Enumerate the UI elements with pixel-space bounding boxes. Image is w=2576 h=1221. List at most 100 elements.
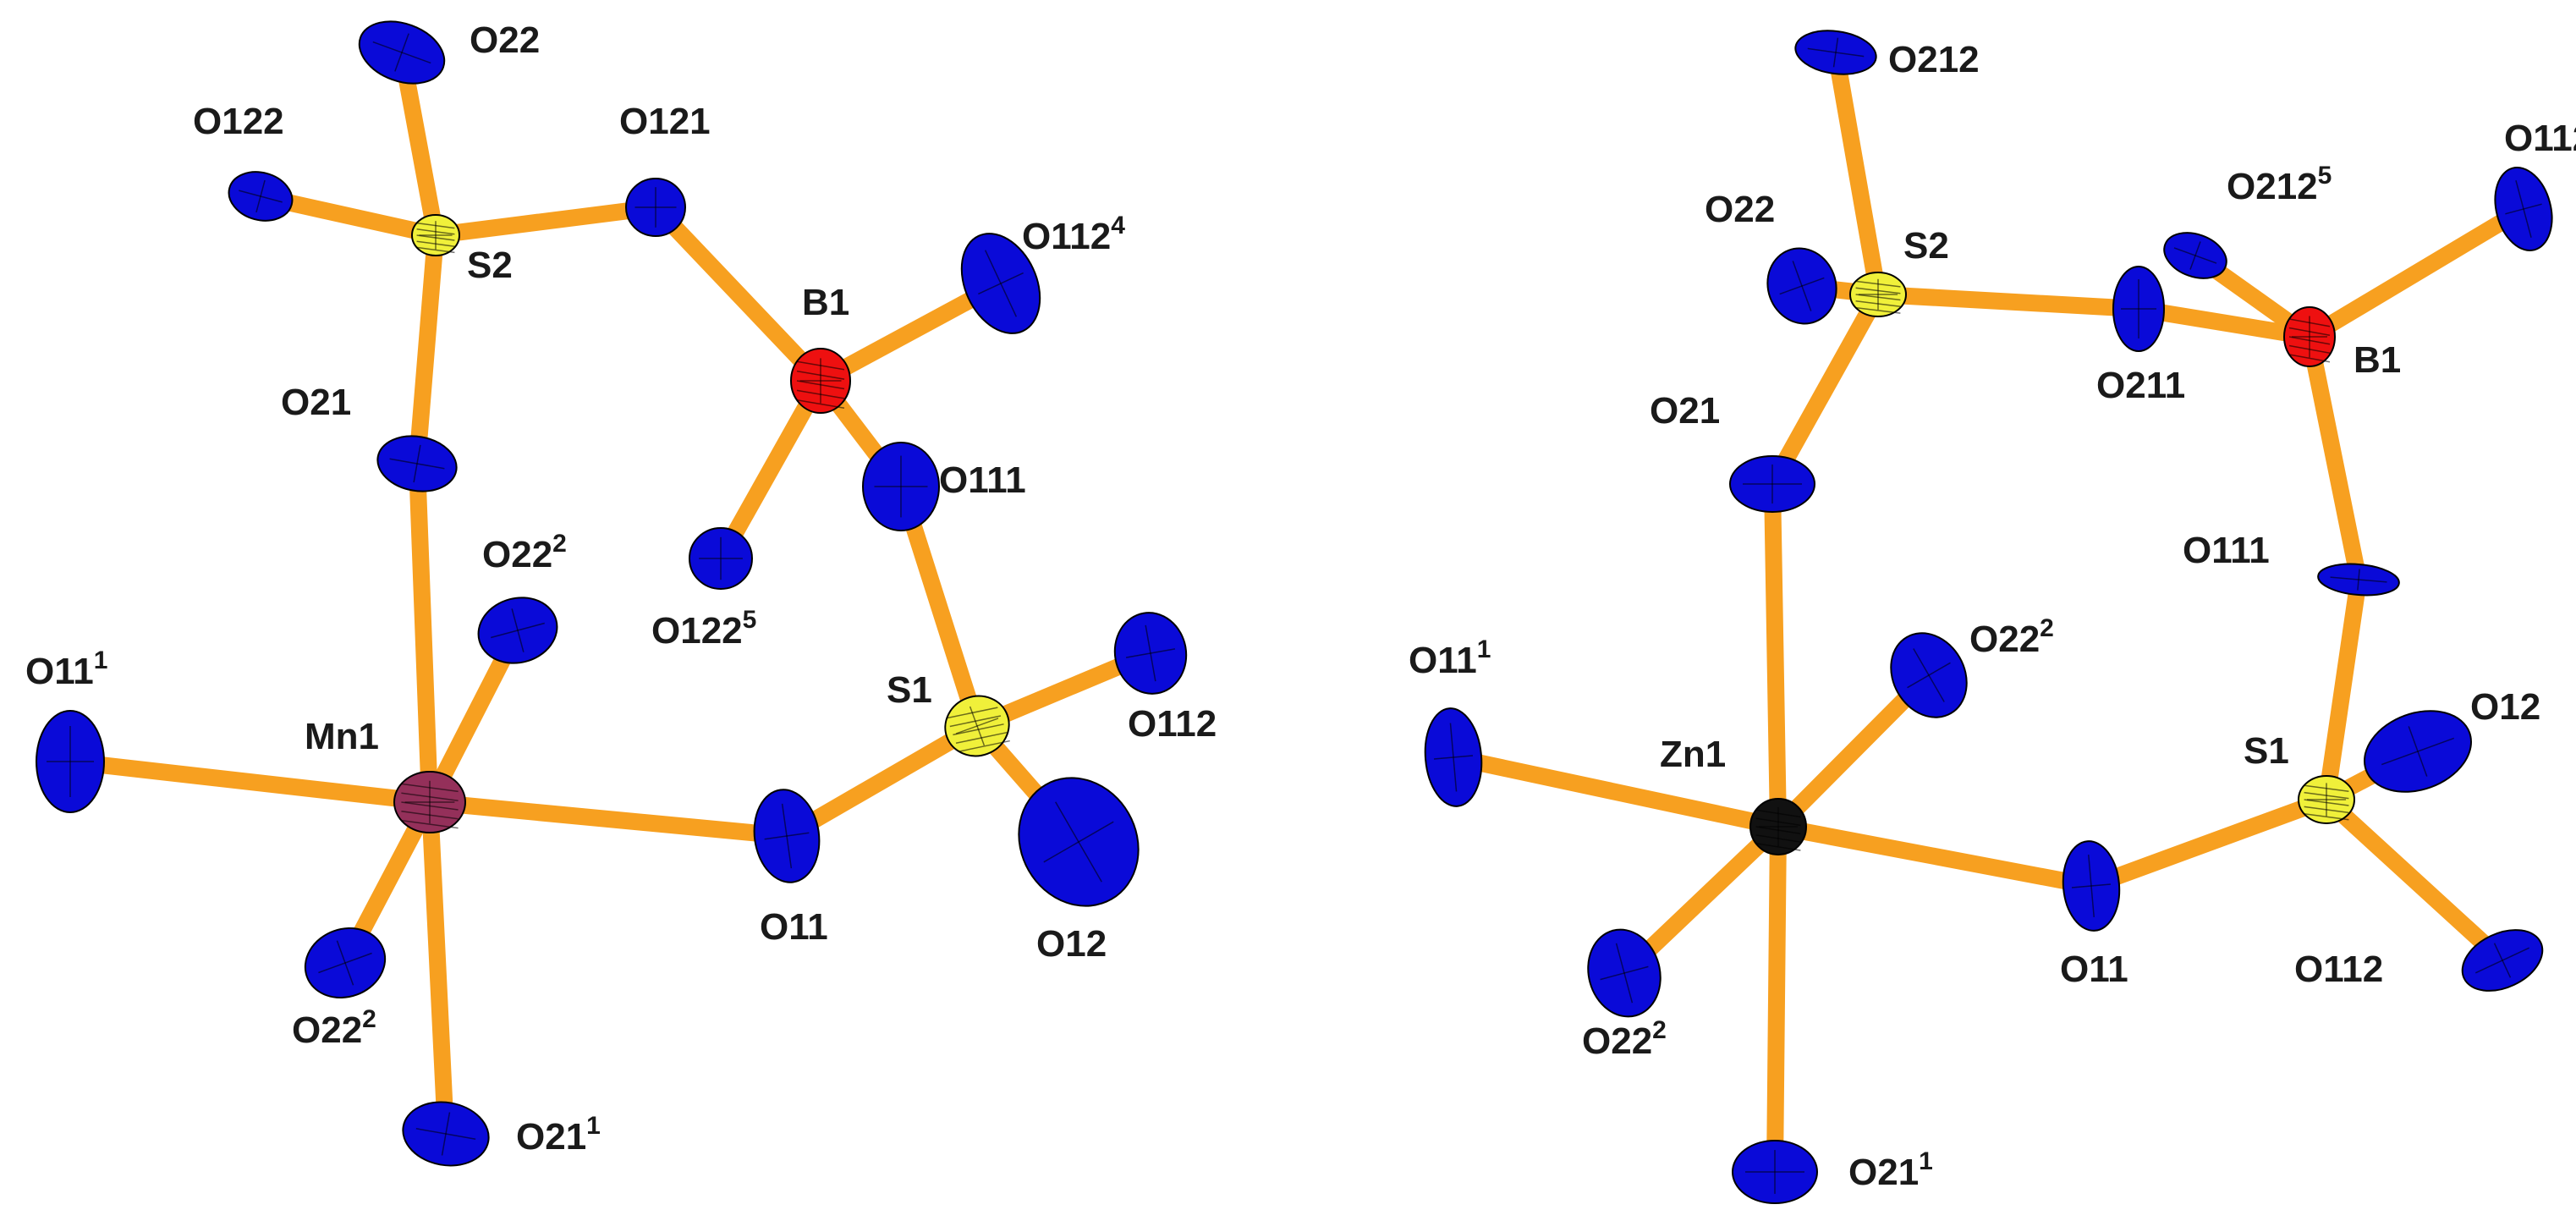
zn-labels: O212O22S2O2125O1124B1O211O21O111O111O222…	[1409, 39, 2576, 1193]
label-text: O211	[2096, 365, 2185, 406]
label-o111: O111	[2183, 530, 2270, 571]
zn-coordination-panel: O212O22S2O2125O1124B1O211O21O111O111O222…	[1409, 30, 2576, 1204]
label-s1: S1	[887, 669, 932, 711]
label-s2: S2	[467, 245, 513, 286]
bond-zn1-o21	[1764, 476, 1787, 835]
label-text: S1	[2244, 730, 2289, 772]
label-text: O112	[1128, 703, 1217, 745]
label-o122-5: O1225	[651, 606, 756, 652]
label-text: O112	[2504, 118, 2576, 159]
label-text: O112	[2294, 949, 2383, 990]
label-superscript: 1	[586, 1112, 601, 1140]
atom-s1	[944, 695, 1010, 757]
label-text: O22	[482, 534, 552, 575]
label-o21-1: O211	[516, 1112, 601, 1158]
label-o122: O122	[193, 101, 284, 142]
label-text: O22	[470, 19, 540, 61]
atom-zn1	[1749, 798, 1807, 855]
bond-s2-o21	[409, 227, 444, 472]
label-text: S2	[1903, 225, 1949, 267]
label-zn1: Zn1	[1660, 734, 1726, 775]
label-text: B1	[802, 282, 849, 323]
label-text: O111	[939, 459, 1026, 501]
bond-b1-o1225	[712, 372, 829, 567]
label-o111: O111	[939, 459, 1026, 501]
atom-o111	[2317, 563, 2400, 597]
label-superscript: 1	[1919, 1147, 1933, 1175]
bond-s2-o121	[427, 199, 664, 244]
atom-o212	[1794, 30, 1877, 75]
bond-mn1-o21	[409, 455, 438, 811]
label-text: Mn1	[305, 716, 379, 757]
atom-s1	[2298, 775, 2355, 824]
atom-o22	[1766, 247, 1837, 325]
label-text: O21	[516, 1116, 586, 1158]
atom-o112	[1113, 612, 1188, 695]
bond-s1-o11	[2083, 791, 2335, 894]
atom-o212-5	[2163, 232, 2227, 279]
label-text: O11	[760, 906, 828, 948]
label-o121: O121	[619, 101, 711, 142]
label-text: O11	[1409, 640, 1477, 681]
label-superscript: 2	[1652, 1016, 1667, 1044]
label-o212: O212	[1888, 39, 1980, 80]
label-text: O212	[1888, 39, 1980, 80]
label-text: O122	[651, 610, 743, 652]
label-text: O122	[193, 101, 284, 142]
bond-zn1-o111	[1445, 749, 1787, 835]
mn-bonds	[62, 44, 1159, 1142]
bond-s2-o21	[1764, 286, 1887, 492]
label-s2: S2	[1903, 225, 1949, 267]
atom-b1	[790, 348, 851, 414]
atom-mn1	[393, 771, 466, 833]
label-o22-2b: O222	[292, 1005, 376, 1051]
label-superscript: 2	[2040, 614, 2054, 642]
bond-mn1-o211	[421, 794, 454, 1142]
bond-s1-o11	[778, 718, 986, 844]
atom-o22-2a	[1890, 632, 1968, 718]
label-text: O22	[292, 1009, 362, 1051]
mn-coordination-panel: O22O122S2O121B1O1124O21O111O1225O222O111…	[25, 19, 1217, 1167]
label-text: O22	[1969, 619, 2040, 660]
label-superscript: 4	[1111, 212, 1125, 239]
atom-o11-1	[1424, 707, 1483, 807]
label-o212-5: O2125	[2227, 162, 2332, 207]
label-o112-4: O1124	[2504, 113, 2576, 159]
atom-o121	[625, 178, 686, 237]
bond-s2-o211	[1870, 286, 2147, 317]
bond-b1-o1124	[2301, 201, 2532, 345]
bond-o211-b1	[2130, 300, 2318, 345]
label-superscript: 1	[94, 646, 108, 674]
label-o22: O22	[470, 19, 540, 61]
label-text: O21	[281, 382, 351, 423]
atom-o11	[2062, 840, 2121, 932]
label-s1: S1	[2244, 730, 2289, 772]
zn-atoms	[1424, 30, 2553, 1204]
atom-b1	[2283, 306, 2336, 367]
label-o21: O21	[281, 382, 351, 423]
bond-mn1-o111	[62, 753, 438, 811]
atom-o112	[2461, 929, 2544, 992]
bond-s2-o212	[1827, 44, 1887, 303]
atom-o211	[2112, 266, 2165, 352]
label-o112: O112	[2294, 949, 2383, 990]
label-text: O22	[1705, 189, 1775, 230]
atom-o21-1	[402, 1101, 490, 1167]
label-o11-1: O111	[1409, 635, 1491, 681]
label-text: B1	[2354, 339, 2401, 381]
atom-o12	[1018, 777, 1140, 907]
label-text: O212	[2227, 166, 2318, 207]
label-text: O21	[1848, 1152, 1919, 1193]
atom-o21	[376, 435, 458, 492]
atom-o21	[1729, 455, 1815, 513]
label-o11: O11	[2060, 949, 2128, 990]
label-o21: O21	[1650, 390, 1720, 432]
label-superscript: 5	[743, 606, 757, 634]
label-text: O22	[1582, 1020, 1652, 1062]
bond-o121-b1	[647, 199, 829, 389]
bond-s1-o112	[2318, 791, 2511, 969]
atom-o22-2b	[304, 927, 387, 999]
label-o22-2b: O222	[1582, 1016, 1667, 1062]
atom-o22-2b	[1587, 928, 1661, 1018]
